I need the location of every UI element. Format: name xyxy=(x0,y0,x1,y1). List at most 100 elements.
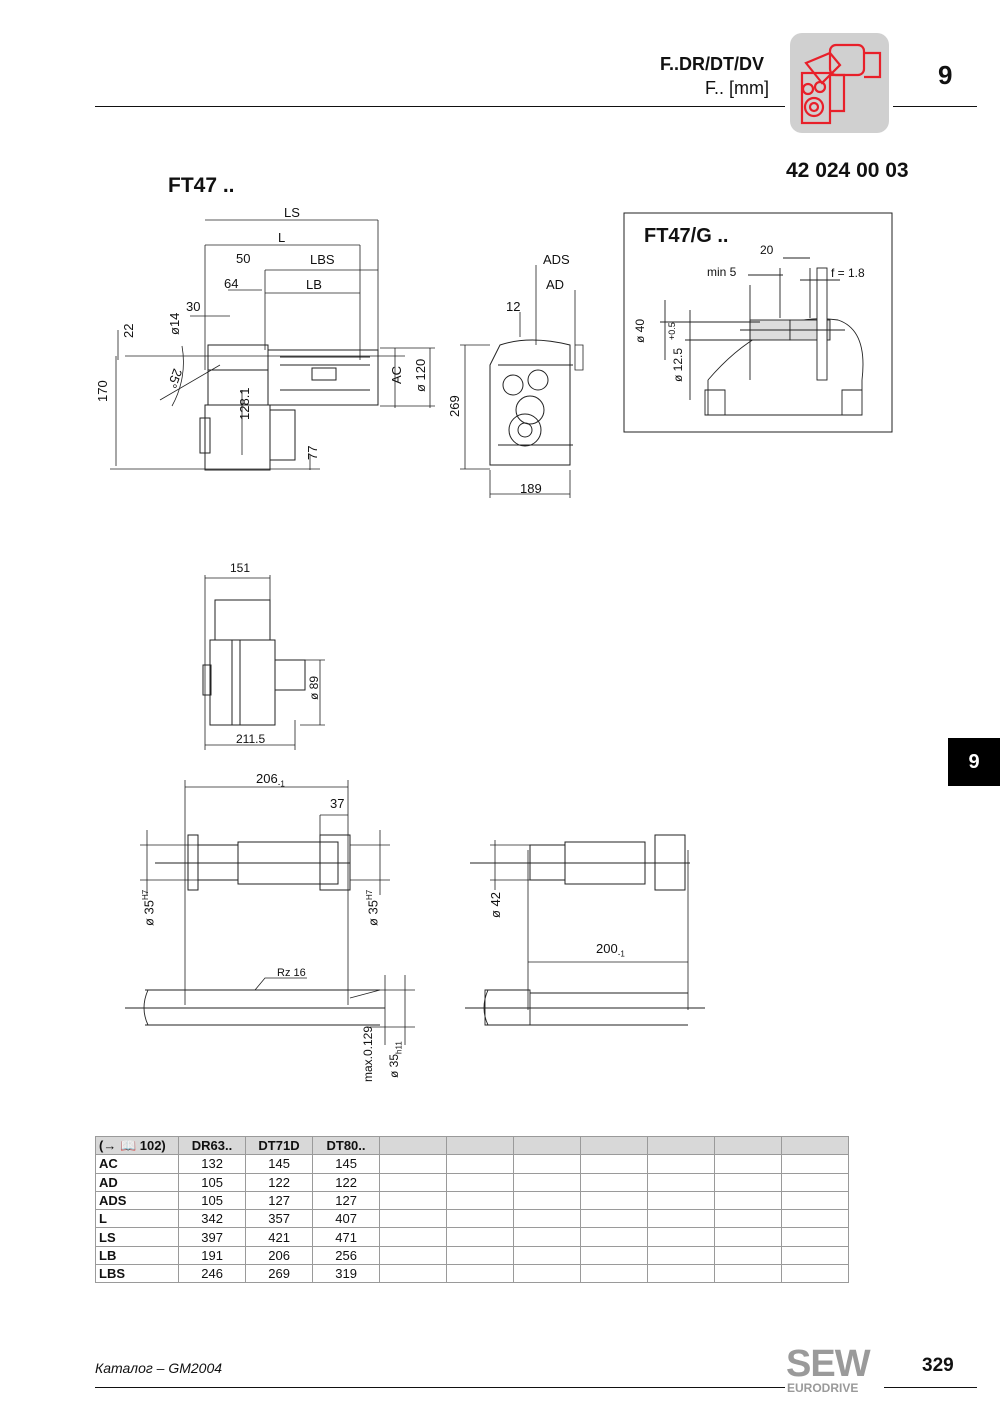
table-cell xyxy=(781,1245,849,1266)
table-cell xyxy=(446,1172,514,1192)
table-cell xyxy=(714,1209,782,1229)
sew-logo-sub: EURODRIVE xyxy=(787,1381,859,1395)
table-cell xyxy=(781,1154,849,1174)
table-cell xyxy=(781,1190,849,1211)
table-cell: 132 xyxy=(178,1154,246,1174)
header-rule-right xyxy=(893,106,977,107)
dim-LB: LB xyxy=(306,277,322,292)
table-ref-cell[interactable]: (→ 📖 102) xyxy=(95,1135,179,1156)
row-key: AD xyxy=(95,1172,179,1192)
dim-d35-right: ø 35H7 xyxy=(365,890,381,926)
col-header xyxy=(379,1135,447,1156)
detail-g-drawing xyxy=(660,257,864,416)
table-cell xyxy=(580,1172,648,1192)
gear-motor-icon xyxy=(790,33,889,133)
row-key: LS xyxy=(95,1227,179,1247)
table-cell: 206 xyxy=(245,1245,313,1266)
table-cell xyxy=(781,1264,849,1284)
table-cell xyxy=(714,1245,782,1266)
side-view-drawing xyxy=(460,265,584,498)
table-cell: 127 xyxy=(312,1190,380,1211)
dim-min5: min 5 xyxy=(707,265,737,279)
dim-64: 64 xyxy=(224,276,239,291)
table-cell xyxy=(379,1172,447,1192)
table-cell xyxy=(513,1154,581,1174)
table-cell: 191 xyxy=(178,1245,246,1266)
table-cell: 105 xyxy=(178,1190,246,1211)
dim-LBS: LBS xyxy=(310,252,335,267)
table-cell xyxy=(513,1190,581,1211)
dim-20: 20 xyxy=(760,243,774,257)
row-key: AC xyxy=(95,1154,179,1174)
header-subtitle: F.. [mm] xyxy=(705,78,769,98)
footer-rule-right xyxy=(884,1387,977,1388)
top-view-drawing xyxy=(202,575,325,750)
dim-200: 200-1 xyxy=(596,942,625,959)
row-key: L xyxy=(95,1209,179,1229)
dim-d35-shaft: ø 35h11 xyxy=(387,1041,404,1078)
table-cell xyxy=(781,1172,849,1192)
row-key: LB xyxy=(95,1245,179,1266)
dim-ADS: ADS xyxy=(543,252,570,267)
chapter-side-tab[interactable]: 9 xyxy=(948,738,1000,786)
table-cell xyxy=(580,1245,648,1266)
table-cell xyxy=(647,1245,715,1266)
dim-37: 37 xyxy=(330,796,345,811)
table-cell xyxy=(580,1264,648,1284)
table-cell xyxy=(781,1227,849,1247)
sew-logo: SEW xyxy=(786,1343,871,1385)
drawing-number: 42 024 00 03 xyxy=(786,159,909,182)
dim-d35-shaft-value: ø 35 xyxy=(387,1053,401,1078)
dim-d14: ø14 xyxy=(167,312,182,335)
table-cell xyxy=(513,1245,581,1266)
table-cell: 342 xyxy=(178,1209,246,1229)
dim-211-5: 211.5 xyxy=(236,732,266,746)
dim-200-tol: -1 xyxy=(617,949,625,959)
dim-L: L xyxy=(278,230,286,245)
table-cell xyxy=(379,1227,447,1247)
table-cell xyxy=(446,1190,514,1211)
dim-AC: AC xyxy=(389,365,404,384)
table-cell xyxy=(446,1264,514,1284)
detail-g-title: FT47/G .. xyxy=(644,225,729,247)
dim-AD: AD xyxy=(546,277,565,292)
chapter-number: 9 xyxy=(938,60,953,90)
table-cell xyxy=(714,1227,782,1247)
table-cell: 421 xyxy=(245,1227,313,1247)
dim-206-tol: -1 xyxy=(277,779,285,789)
detail-g-frame xyxy=(623,212,893,433)
header-rule-left xyxy=(95,106,785,107)
footer-rule-left xyxy=(95,1387,785,1388)
table-cell: 269 xyxy=(245,1264,313,1284)
table-cell xyxy=(446,1245,514,1266)
dim-170: 170 xyxy=(95,380,110,402)
row-key: ADS xyxy=(95,1190,179,1211)
col-header: DT71D xyxy=(245,1135,313,1156)
table-cell xyxy=(647,1190,715,1211)
dim-d35-shaft-fit: h11 xyxy=(394,1041,404,1054)
dim-d89: ø 89 xyxy=(307,675,321,700)
dim-d40: ø 40 xyxy=(633,318,647,343)
table-cell: 145 xyxy=(312,1154,380,1174)
table-cell xyxy=(580,1190,648,1211)
table-cell: 145 xyxy=(245,1154,313,1174)
dim-d35-right-value: ø 35 xyxy=(365,899,381,926)
dim-50: 50 xyxy=(236,251,251,266)
dim-d12-5: ø 12.5 xyxy=(671,347,685,382)
dim-200-value: 200 xyxy=(596,941,618,956)
dim-tol-0-5: +0.5 xyxy=(667,322,677,340)
header-title: F..DR/DT/DV xyxy=(660,54,765,74)
dim-269: 269 xyxy=(447,395,462,417)
table-cell xyxy=(647,1209,715,1229)
table-header-row: (→ 📖 102) DR63.. DT71D DT80.. xyxy=(95,1135,849,1156)
table-cell: 471 xyxy=(312,1227,380,1247)
dim-LS: LS xyxy=(284,205,300,220)
technical-drawings xyxy=(110,212,893,1045)
dim-d120: ø 120 xyxy=(413,358,428,392)
